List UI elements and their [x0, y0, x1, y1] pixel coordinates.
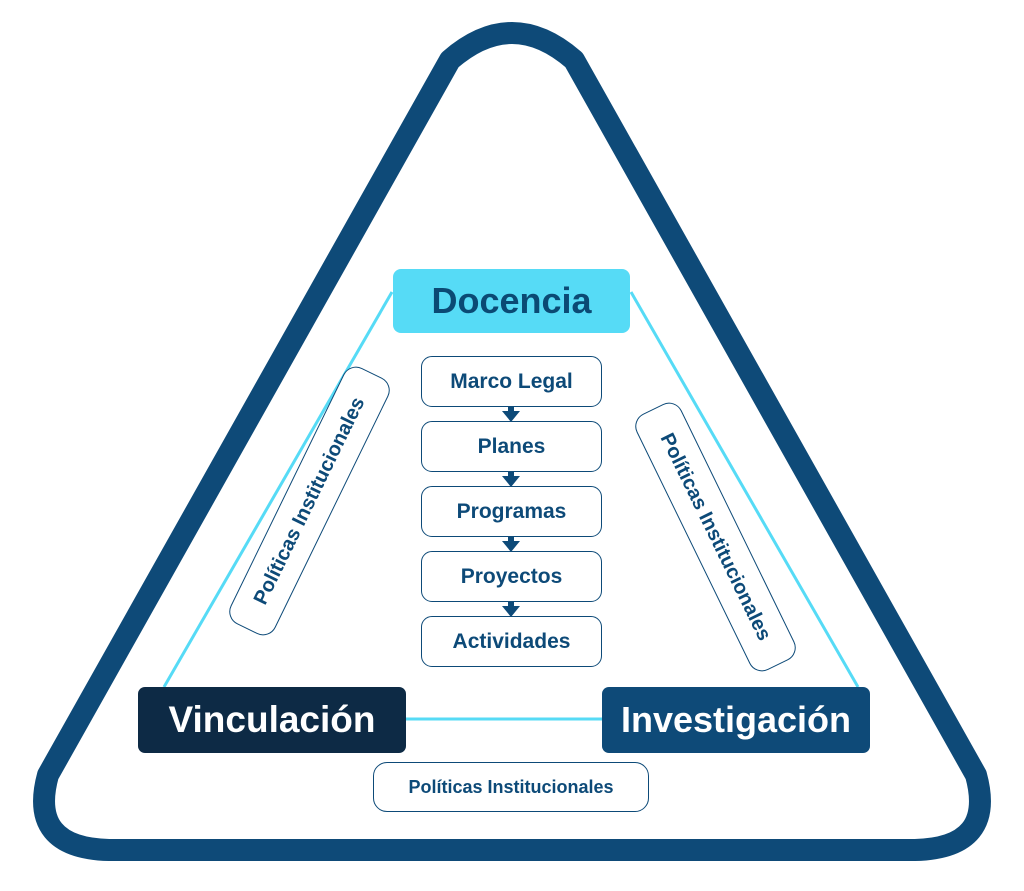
step-proyectos: Proyectos	[421, 551, 602, 602]
step-actividades: Actividades	[421, 616, 602, 667]
step-marco-legal: Marco Legal	[421, 356, 602, 407]
outer-triangle	[33, 22, 991, 861]
investigacion-node: Investigación	[602, 687, 870, 753]
vinculacion-label: Vinculación	[168, 699, 376, 740]
step-label: Planes	[477, 434, 546, 458]
docencia-label: Docencia	[431, 280, 592, 321]
step-label: Proyectos	[460, 564, 563, 588]
policy-bottom: Políticas Institucionales	[373, 762, 649, 812]
step-planes: Planes	[421, 421, 602, 472]
step-programas: Programas	[421, 486, 602, 537]
step-label: Marco Legal	[450, 369, 573, 393]
step-label: Programas	[456, 499, 567, 523]
investigacion-label: Investigación	[620, 699, 852, 740]
policy-label: Políticas Institucionales	[408, 776, 614, 797]
arrow-down-icon	[502, 403, 520, 422]
docencia-node: Docencia	[393, 269, 630, 333]
arrow-down-icon	[502, 533, 520, 552]
arrow-down-icon	[502, 468, 520, 487]
connector-docencia-vinculacion	[162, 291, 394, 688]
vinculacion-node: Vinculación	[138, 687, 406, 753]
connector-docencia-investigacion	[629, 291, 860, 688]
step-label: Actividades	[452, 629, 571, 653]
arrow-down-icon	[502, 598, 520, 617]
